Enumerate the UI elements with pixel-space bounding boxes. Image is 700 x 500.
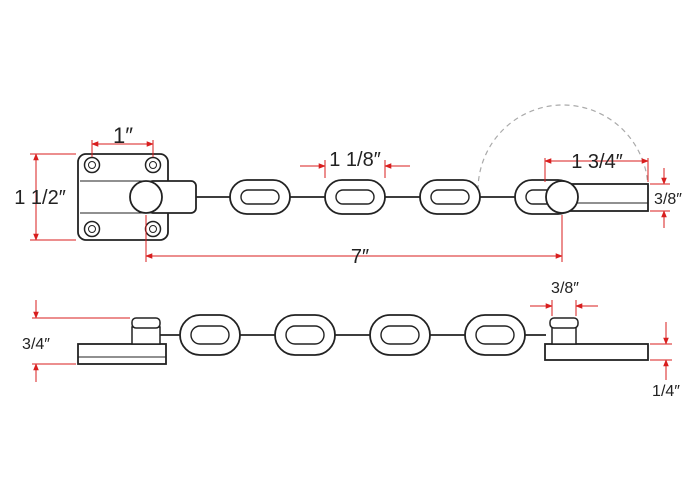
label-link-length: 1 1/8″ bbox=[329, 149, 381, 171]
chain-link-2 bbox=[324, 179, 386, 215]
pivot-knob bbox=[129, 180, 163, 214]
dim-plate-thickness: 1/4″ bbox=[650, 322, 680, 400]
chain-link-3 bbox=[419, 179, 481, 215]
dim-hole-spacing: 1″ bbox=[91, 123, 154, 157]
left-plate-side bbox=[77, 343, 167, 365]
side-link-1 bbox=[179, 314, 241, 356]
dim-knob-width: 3/8″ bbox=[530, 280, 598, 316]
label-plate-thickness: 1/4″ bbox=[652, 383, 680, 400]
right-knob-side bbox=[549, 317, 579, 329]
label-side-height: 3/4″ bbox=[22, 336, 50, 353]
label-plate-height: 1 1/2″ bbox=[14, 187, 66, 209]
screw-hole-bottom-right bbox=[144, 220, 162, 238]
dim-plate-height: 1 1/2″ bbox=[14, 153, 76, 241]
dim-slide-length: 1 3/4″ bbox=[544, 151, 649, 182]
left-knob-side bbox=[131, 317, 161, 329]
label-slide-width: 3/8″ bbox=[654, 191, 682, 208]
side-link-3 bbox=[369, 314, 431, 356]
right-plate-side bbox=[544, 343, 649, 361]
screw-hole-top-left bbox=[83, 156, 101, 174]
screw-hole-bottom-left bbox=[83, 220, 101, 238]
label-slide-length: 1 3/4″ bbox=[571, 151, 623, 173]
top-view: 1″ 1 1/8″ 1 3/4″ 1 1/2″ bbox=[14, 104, 682, 268]
label-hole-spacing: 1″ bbox=[113, 123, 133, 148]
label-overall-length: 7″ bbox=[351, 246, 369, 268]
dim-link-length: 1 1/8″ bbox=[300, 149, 410, 178]
label-knob-width: 3/8″ bbox=[551, 280, 579, 297]
dim-overall-length: 7″ bbox=[145, 215, 563, 268]
side-link-4 bbox=[464, 314, 526, 356]
dim-slide-width: 3/8″ bbox=[650, 168, 682, 228]
side-view: 3/4″ 3/8″ 1/4″ bbox=[22, 280, 680, 400]
dim-side-height: 3/4″ bbox=[22, 300, 130, 382]
screw-hole-top-right bbox=[144, 156, 162, 174]
chain-link-1 bbox=[229, 179, 291, 215]
slide-knob bbox=[545, 180, 579, 214]
swing-arc bbox=[477, 104, 649, 191]
side-link-2 bbox=[274, 314, 336, 356]
